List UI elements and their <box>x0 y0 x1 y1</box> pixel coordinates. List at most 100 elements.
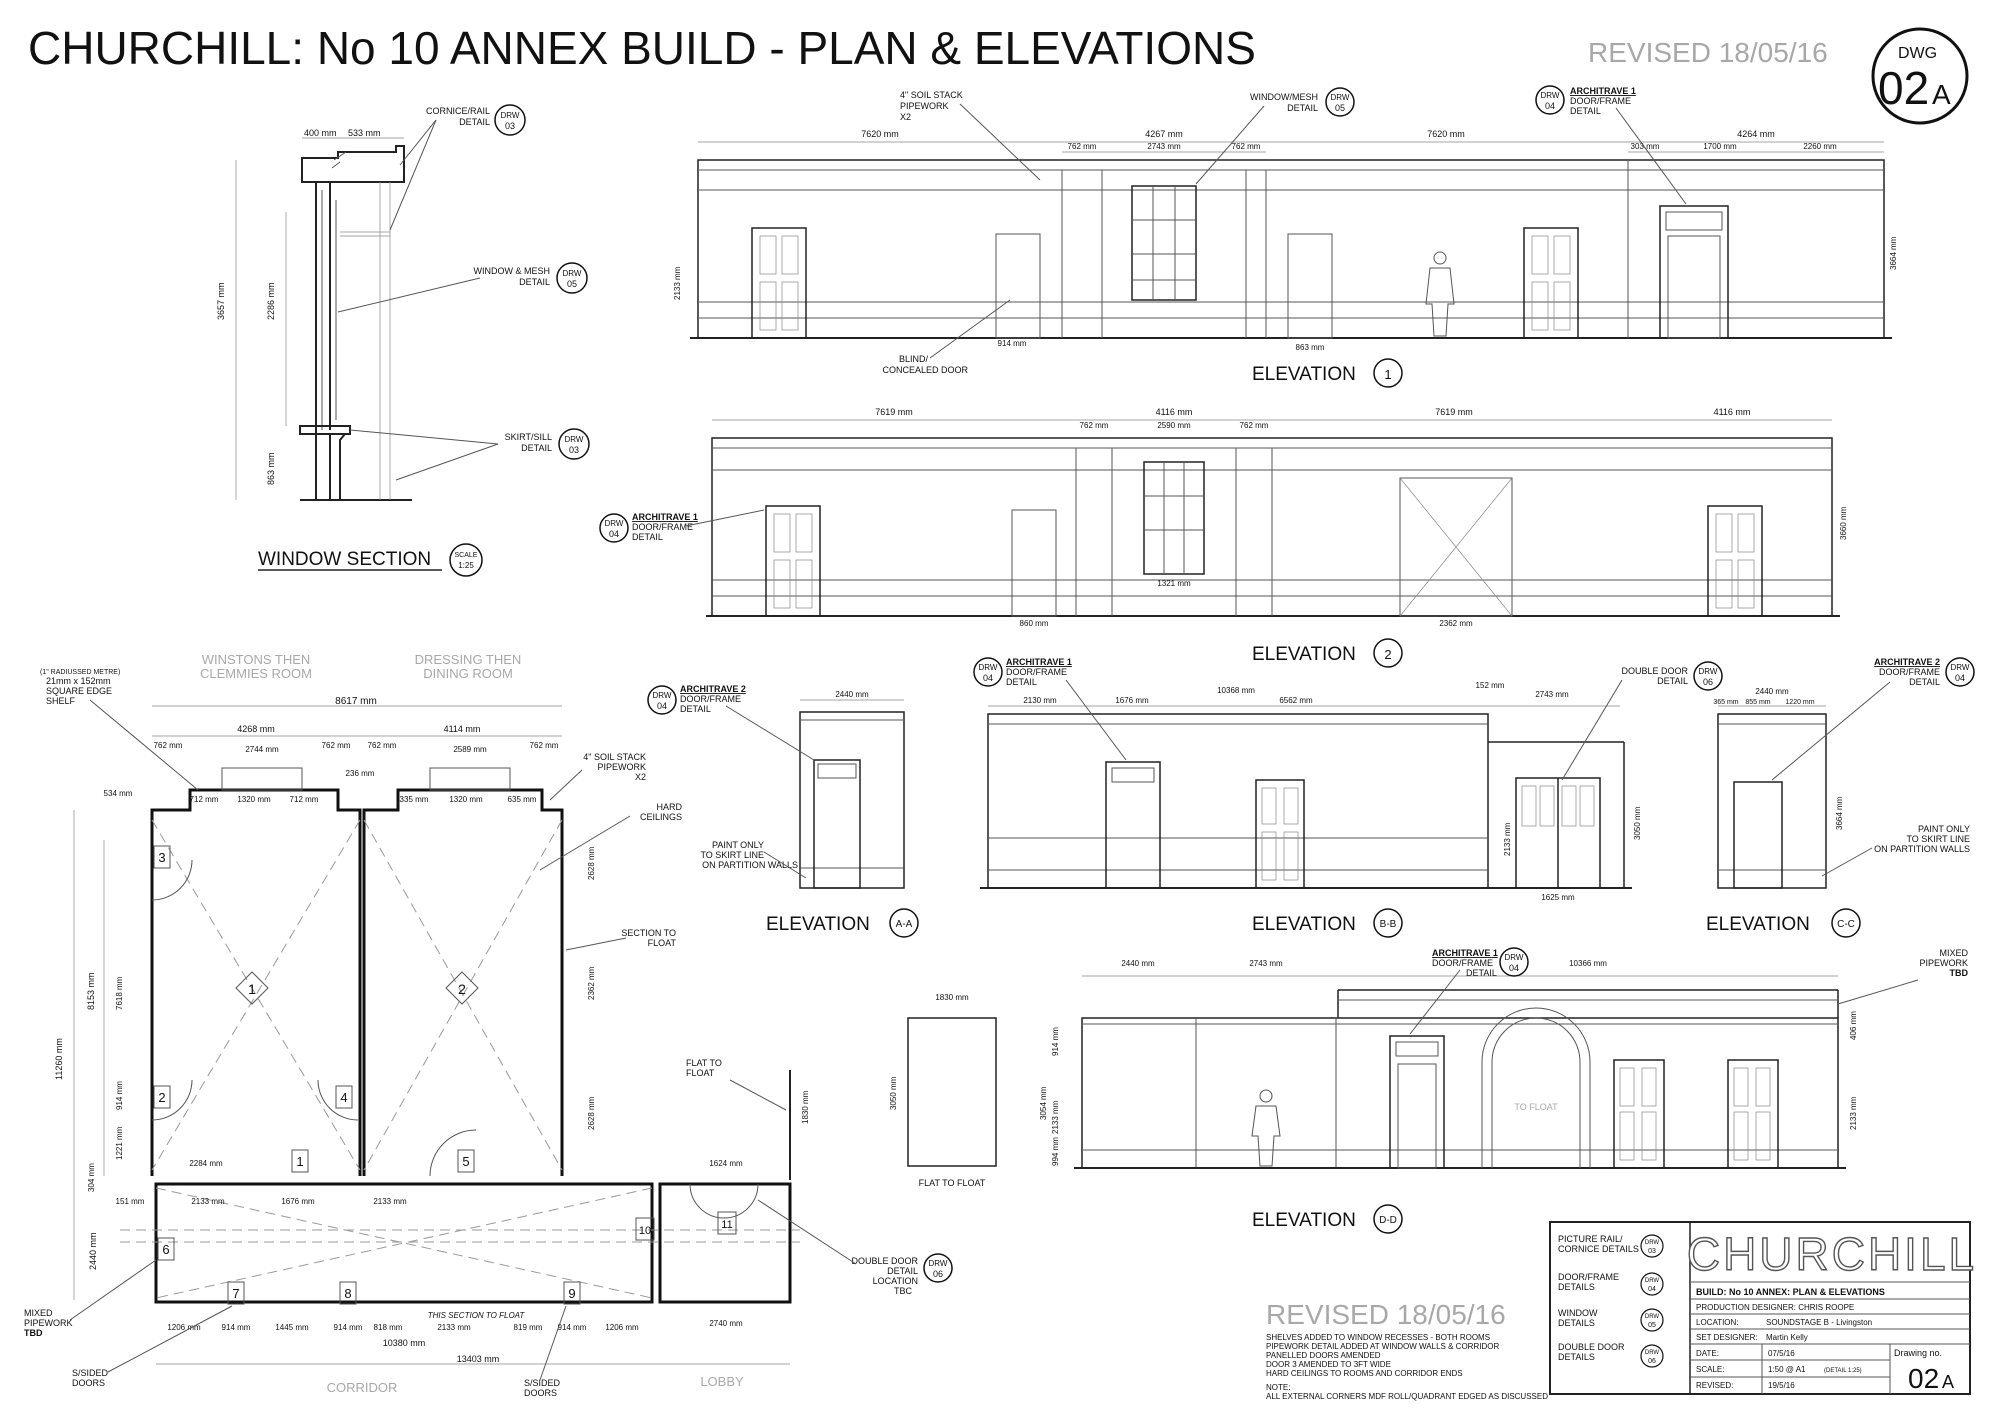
ws-cornice-drw-num: 03 <box>505 121 515 131</box>
e1-dim-2743: 2743 mm <box>1147 142 1181 151</box>
plan-dim-10380: 10380 mm <box>383 1338 426 1348</box>
ws-dim-2286: 2286 mm <box>266 282 276 320</box>
tb-door-frame: DOOR/FRAME <box>1558 1272 1619 1282</box>
edd-drw-num: 04 <box>1509 963 1519 973</box>
e2-dim-4116b: 4116 mm <box>1714 407 1751 417</box>
ws-dim-3657: 3657 mm <box>216 282 226 320</box>
e2-dim-3660: 3660 mm <box>1839 506 1848 540</box>
plan-dim-2628a: 2628 mm <box>587 846 596 880</box>
plan-dd-location: LOCATION <box>873 1276 918 1286</box>
ebb-dim-6562: 6562 mm <box>1279 696 1313 705</box>
ebb-dim-1625: 1625 mm <box>1541 893 1575 902</box>
ebb-door-panelled <box>1255 779 1305 889</box>
tb-set-designer-value: Martin Kelly <box>1766 1333 1808 1342</box>
elevation-1-tag: 1 <box>1384 367 1391 382</box>
e2-window <box>1143 461 1205 575</box>
plan-hard-label: HARD <box>656 802 682 812</box>
edd-dim-1830: 1830 mm <box>935 993 969 1002</box>
ws-cornice-detail: DETAIL <box>459 117 490 127</box>
dwg-number: 02 <box>1878 62 1929 114</box>
plan-door-tag-2: 2 <box>158 1090 165 1105</box>
plan-dim-2284: 2284 mm <box>189 1159 223 1168</box>
revision-note-3: PANELLED DOORS AMENDED <box>1266 1351 1381 1360</box>
plan-door-tag-8: 8 <box>344 1286 351 1301</box>
ebb-dd-drw-num: 06 <box>1703 677 1713 687</box>
e2-door-frame-label: DOOR/FRAME <box>632 522 693 532</box>
plan-dim-818: 818 mm <box>374 1323 403 1332</box>
plan-dim-304: 304 mm <box>87 1163 96 1192</box>
e1-wm-drw-num: 05 <box>1335 103 1345 113</box>
eaa-drw: DRW <box>653 691 672 700</box>
e2-dim-762b: 762 mm <box>1240 421 1269 430</box>
elevation-b-b: 2130 mm 1676 mm 10368 mm 6562 mm 152 mm … <box>973 657 1723 938</box>
ebb-dim-3050: 3050 mm <box>1633 806 1642 840</box>
tb-prod-designer: PRODUCTION DESIGNER: CHRIS ROOPE <box>1696 1303 1854 1312</box>
plan-section-float-label: FLOAT <box>648 938 677 948</box>
elevation-c-c-label: ELEVATION <box>1706 914 1810 935</box>
elevation-a-a-label: ELEVATION <box>766 914 870 935</box>
ebb-dim-2133: 2133 mm <box>1503 822 1512 856</box>
ecc-door-frame-label: DOOR/FRAME <box>1879 667 1940 677</box>
plan-dim-534: 534 mm <box>104 789 133 798</box>
e1-wm-drw: DRW <box>1331 93 1350 102</box>
ebb-dim-1676: 1676 mm <box>1115 696 1149 705</box>
tb-double-door: DOUBLE DOOR <box>1558 1342 1625 1352</box>
edd-dim-2743: 2743 mm <box>1249 959 1283 968</box>
tb-date-value: 07/5/16 <box>1768 1349 1795 1358</box>
ws-window-label: WINDOW & MESH <box>474 266 551 276</box>
ws-cornice-drw: DRW <box>501 111 520 120</box>
ebb-architrave-label: ARCHITRAVE 1 <box>1006 657 1072 667</box>
ebb-door-architrave <box>1105 761 1161 889</box>
revised-stamp-top: REVISED 18/05/16 <box>1588 37 1828 68</box>
edd-dim-994: 994 mm <box>1051 1137 1060 1166</box>
plan-dim-2133b: 2133 mm <box>373 1197 407 1206</box>
e1-dim-2260: 2260 mm <box>1803 142 1837 151</box>
ws-skirt-drw: DRW <box>565 435 584 444</box>
tb-revised-value: 19/5/16 <box>1768 1381 1795 1390</box>
tb-drw-2-num: 04 <box>1648 1286 1656 1293</box>
tb-drw-2: DRW <box>1645 1278 1660 1284</box>
elevation-1: 7620 mm 4267 mm 7620 mm 4264 mm 762 mm 2… <box>673 85 1898 388</box>
tb-cornice-details: CORNICE DETAILS <box>1558 1244 1639 1254</box>
plan-dim-4114: 4114 mm <box>444 724 481 734</box>
ecc-paint-only: PAINT ONLY <box>1918 824 1970 834</box>
plan-dim-1320b: 1320 mm <box>449 795 483 804</box>
plan-dim-236: 236 mm <box>346 769 375 778</box>
revision-note-label: NOTE: <box>1266 1383 1290 1392</box>
e1-door-frame-detail: DETAIL <box>1570 106 1601 116</box>
plan-dim-712b: 712 mm <box>290 795 319 804</box>
revision-note-1: SHELVES ADDED TO WINDOW RECESSES - BOTH … <box>1266 1333 1490 1342</box>
e1-concealed-label: CONCEALED DOOR <box>882 365 968 375</box>
e1-dim-863: 863 mm <box>1296 343 1325 352</box>
plan-door-tag-9: 9 <box>568 1286 575 1301</box>
e2-dim-7619a: 7619 mm <box>875 407 913 417</box>
e2-arch-drw: DRW <box>605 519 624 528</box>
edd-door-architrave <box>1389 1035 1445 1169</box>
plan-dim-8153: 8153 mm <box>86 972 96 1010</box>
e1-dim-4267: 4267 mm <box>1145 129 1183 139</box>
tb-door-details: DETAILS <box>1558 1282 1595 1292</box>
plan-dim-712a: 712 mm <box>190 795 219 804</box>
plan-dim-1676: 1676 mm <box>281 1197 315 1206</box>
e1-flat-panel <box>1287 233 1333 339</box>
ws-cornice-label: CORNICE/RAIL <box>426 106 490 116</box>
plan-dim-914a: 914 mm <box>222 1323 251 1332</box>
plan-door-tag-11: 11 <box>721 1219 732 1231</box>
plan-shelf-note-3: SQUARE EDGE <box>46 686 112 696</box>
e1-human-figure <box>1425 251 1455 337</box>
ebb-detail-label: DETAIL <box>1006 677 1037 687</box>
ws-scale-label: SCALE <box>455 552 478 559</box>
tb-location-value: SOUNDSTAGE B - Livingston <box>1766 1318 1872 1327</box>
plan-dim-762c: 762 mm <box>368 741 397 750</box>
e1-door-left <box>751 227 807 339</box>
edd-dim-3054: 3054 mm <box>1039 1086 1048 1120</box>
tb-double-door-details: DETAILS <box>1558 1352 1595 1362</box>
revision-note-5: HARD CEILINGS TO ROOMS AND CORRIDOR ENDS <box>1266 1369 1463 1378</box>
tb-date-label: DATE: <box>1696 1349 1719 1358</box>
plan-dim-635: 635 mm <box>508 795 537 804</box>
ebb-double-door <box>1515 777 1601 889</box>
plan-s-sided-right: S/SIDED <box>524 1378 561 1388</box>
eaa-dim-2440: 2440 mm <box>835 690 869 699</box>
plan-dim-1830: 1830 mm <box>801 1090 810 1124</box>
ebb-dim-10368: 10368 mm <box>1217 686 1255 695</box>
